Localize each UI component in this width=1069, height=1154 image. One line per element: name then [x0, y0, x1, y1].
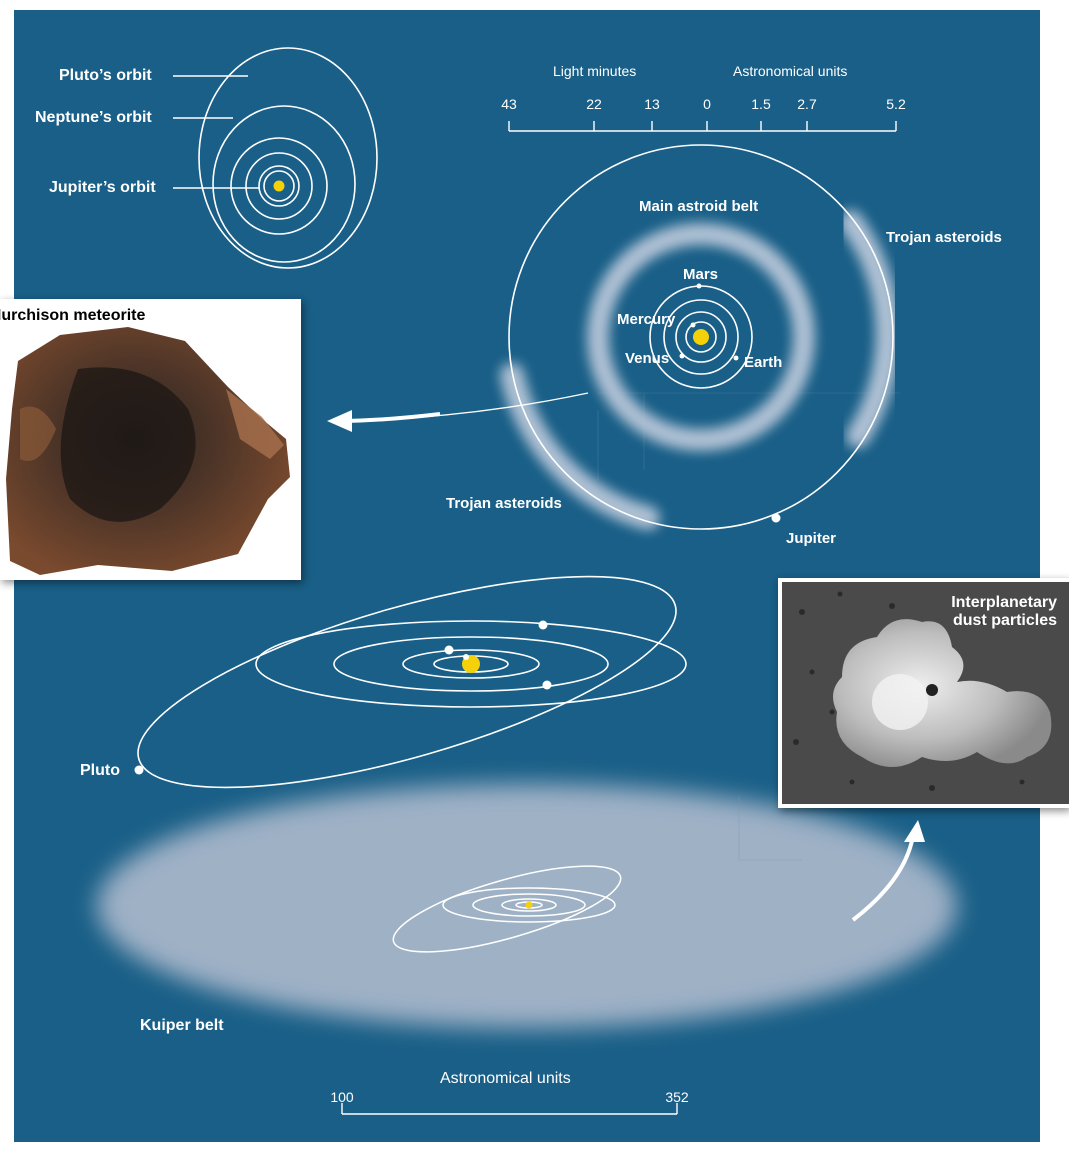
pluto-orbit-inclined: [137, 575, 677, 789]
astronomical-units-title: Astronomical units: [733, 63, 848, 79]
kuiper-miniature-orbits: [392, 865, 622, 953]
pluto-orbit-ring: [198, 47, 378, 269]
dust-title-line-1: Interplanetary: [951, 594, 1057, 611]
earth-orbit-ring: [663, 299, 739, 375]
bottom-scale-max: 352: [665, 1089, 689, 1105]
orbit-ring: [263, 170, 295, 202]
saturn-orbit-flat: [402, 649, 540, 679]
planet-dot: [444, 645, 454, 655]
jupiter-dot: [771, 513, 781, 523]
planet-dot: [463, 654, 469, 660]
sun-icon: [273, 180, 285, 192]
meteorite-photo-card: Murchison meteorite: [0, 299, 301, 580]
top-scale-bar: [508, 121, 897, 132]
venus-label: Venus: [625, 350, 670, 367]
orbit-ring: [230, 137, 328, 235]
neptune-orbit-flat: [255, 620, 687, 708]
scale-tick-label: 5.2: [886, 96, 906, 112]
dust-title-line-2: dust particles: [952, 612, 1057, 630]
meteorite-pointer-line: [344, 392, 589, 422]
planet-dot: [542, 680, 552, 690]
trojan-right-label: Trojan asteroids: [886, 229, 1002, 246]
earth-dot: [733, 355, 739, 361]
scale-tick-label: 2.7: [797, 96, 817, 112]
trojan-left-label: Trojan asteroids: [446, 495, 562, 512]
main-asteroid-belt: [587, 223, 815, 451]
bottom-scale-min: 100: [330, 1089, 354, 1105]
mercury-dot: [690, 322, 696, 328]
arrowhead-up-icon: [904, 820, 925, 842]
mars-dot: [696, 283, 702, 289]
venus-orbit-ring: [675, 311, 727, 363]
trojan-asteroids-right: [839, 210, 900, 448]
mars-label: Mars: [683, 266, 719, 283]
neptune-orbit-label: Neptune’s orbit: [35, 109, 152, 126]
pluto-label: Pluto: [80, 762, 120, 779]
mercury-orbit-ring: [685, 321, 717, 353]
dust-photo-card: Interplanetary dust particles: [778, 578, 1069, 808]
sun-icon: [525, 901, 533, 909]
inner-solar-system: [500, 144, 900, 530]
pluto-orbit-label: Pluto’s orbit: [59, 67, 152, 84]
uranus-orbit-flat: [333, 636, 609, 692]
dust-image: [782, 582, 1069, 804]
planet-dot: [538, 620, 548, 630]
jupiter-orbit-ring: [258, 165, 300, 207]
kuiper-belt-label: Kuiper belt: [140, 1017, 224, 1034]
arrow-left-icon: [344, 412, 441, 423]
meteorite-title: Murchison meteorite: [0, 307, 146, 324]
dust-title: Interplanetary dust particles: [951, 594, 1057, 631]
bottom-scale-bar: [341, 1103, 678, 1115]
arrowhead-left-icon: [327, 410, 352, 432]
mercury-label: Mercury: [617, 311, 676, 328]
outer-orbits-diagram: [173, 47, 378, 269]
light-minutes-title: Light minutes: [553, 63, 637, 79]
grid-lines: [738, 795, 802, 861]
scale-tick-label: 22: [586, 96, 602, 112]
jupiter-orbit-label: Jupiter’s orbit: [49, 179, 156, 196]
jupiter-label: Jupiter: [786, 530, 837, 547]
sun-icon: [693, 329, 709, 345]
bottom-scale-title: Astronomical units: [440, 1070, 571, 1087]
neptune-orbit-ring: [212, 105, 356, 263]
scale-tick-label: 0: [703, 96, 711, 112]
arrow-up-icon: [851, 835, 915, 922]
scale-tick-label: 13: [644, 96, 660, 112]
scale-tick-label: 1.5: [751, 96, 771, 112]
orbit-ring: [245, 152, 313, 220]
pluto-dot: [134, 765, 144, 775]
meteorite-image: [6, 327, 290, 575]
venus-dot: [679, 353, 685, 359]
earth-label: Earth: [744, 354, 783, 371]
scale-tick-label: 43: [501, 96, 517, 112]
jupiter-orbit-ring-large: [508, 144, 894, 530]
main-belt-label: Main astroid belt: [639, 198, 759, 215]
